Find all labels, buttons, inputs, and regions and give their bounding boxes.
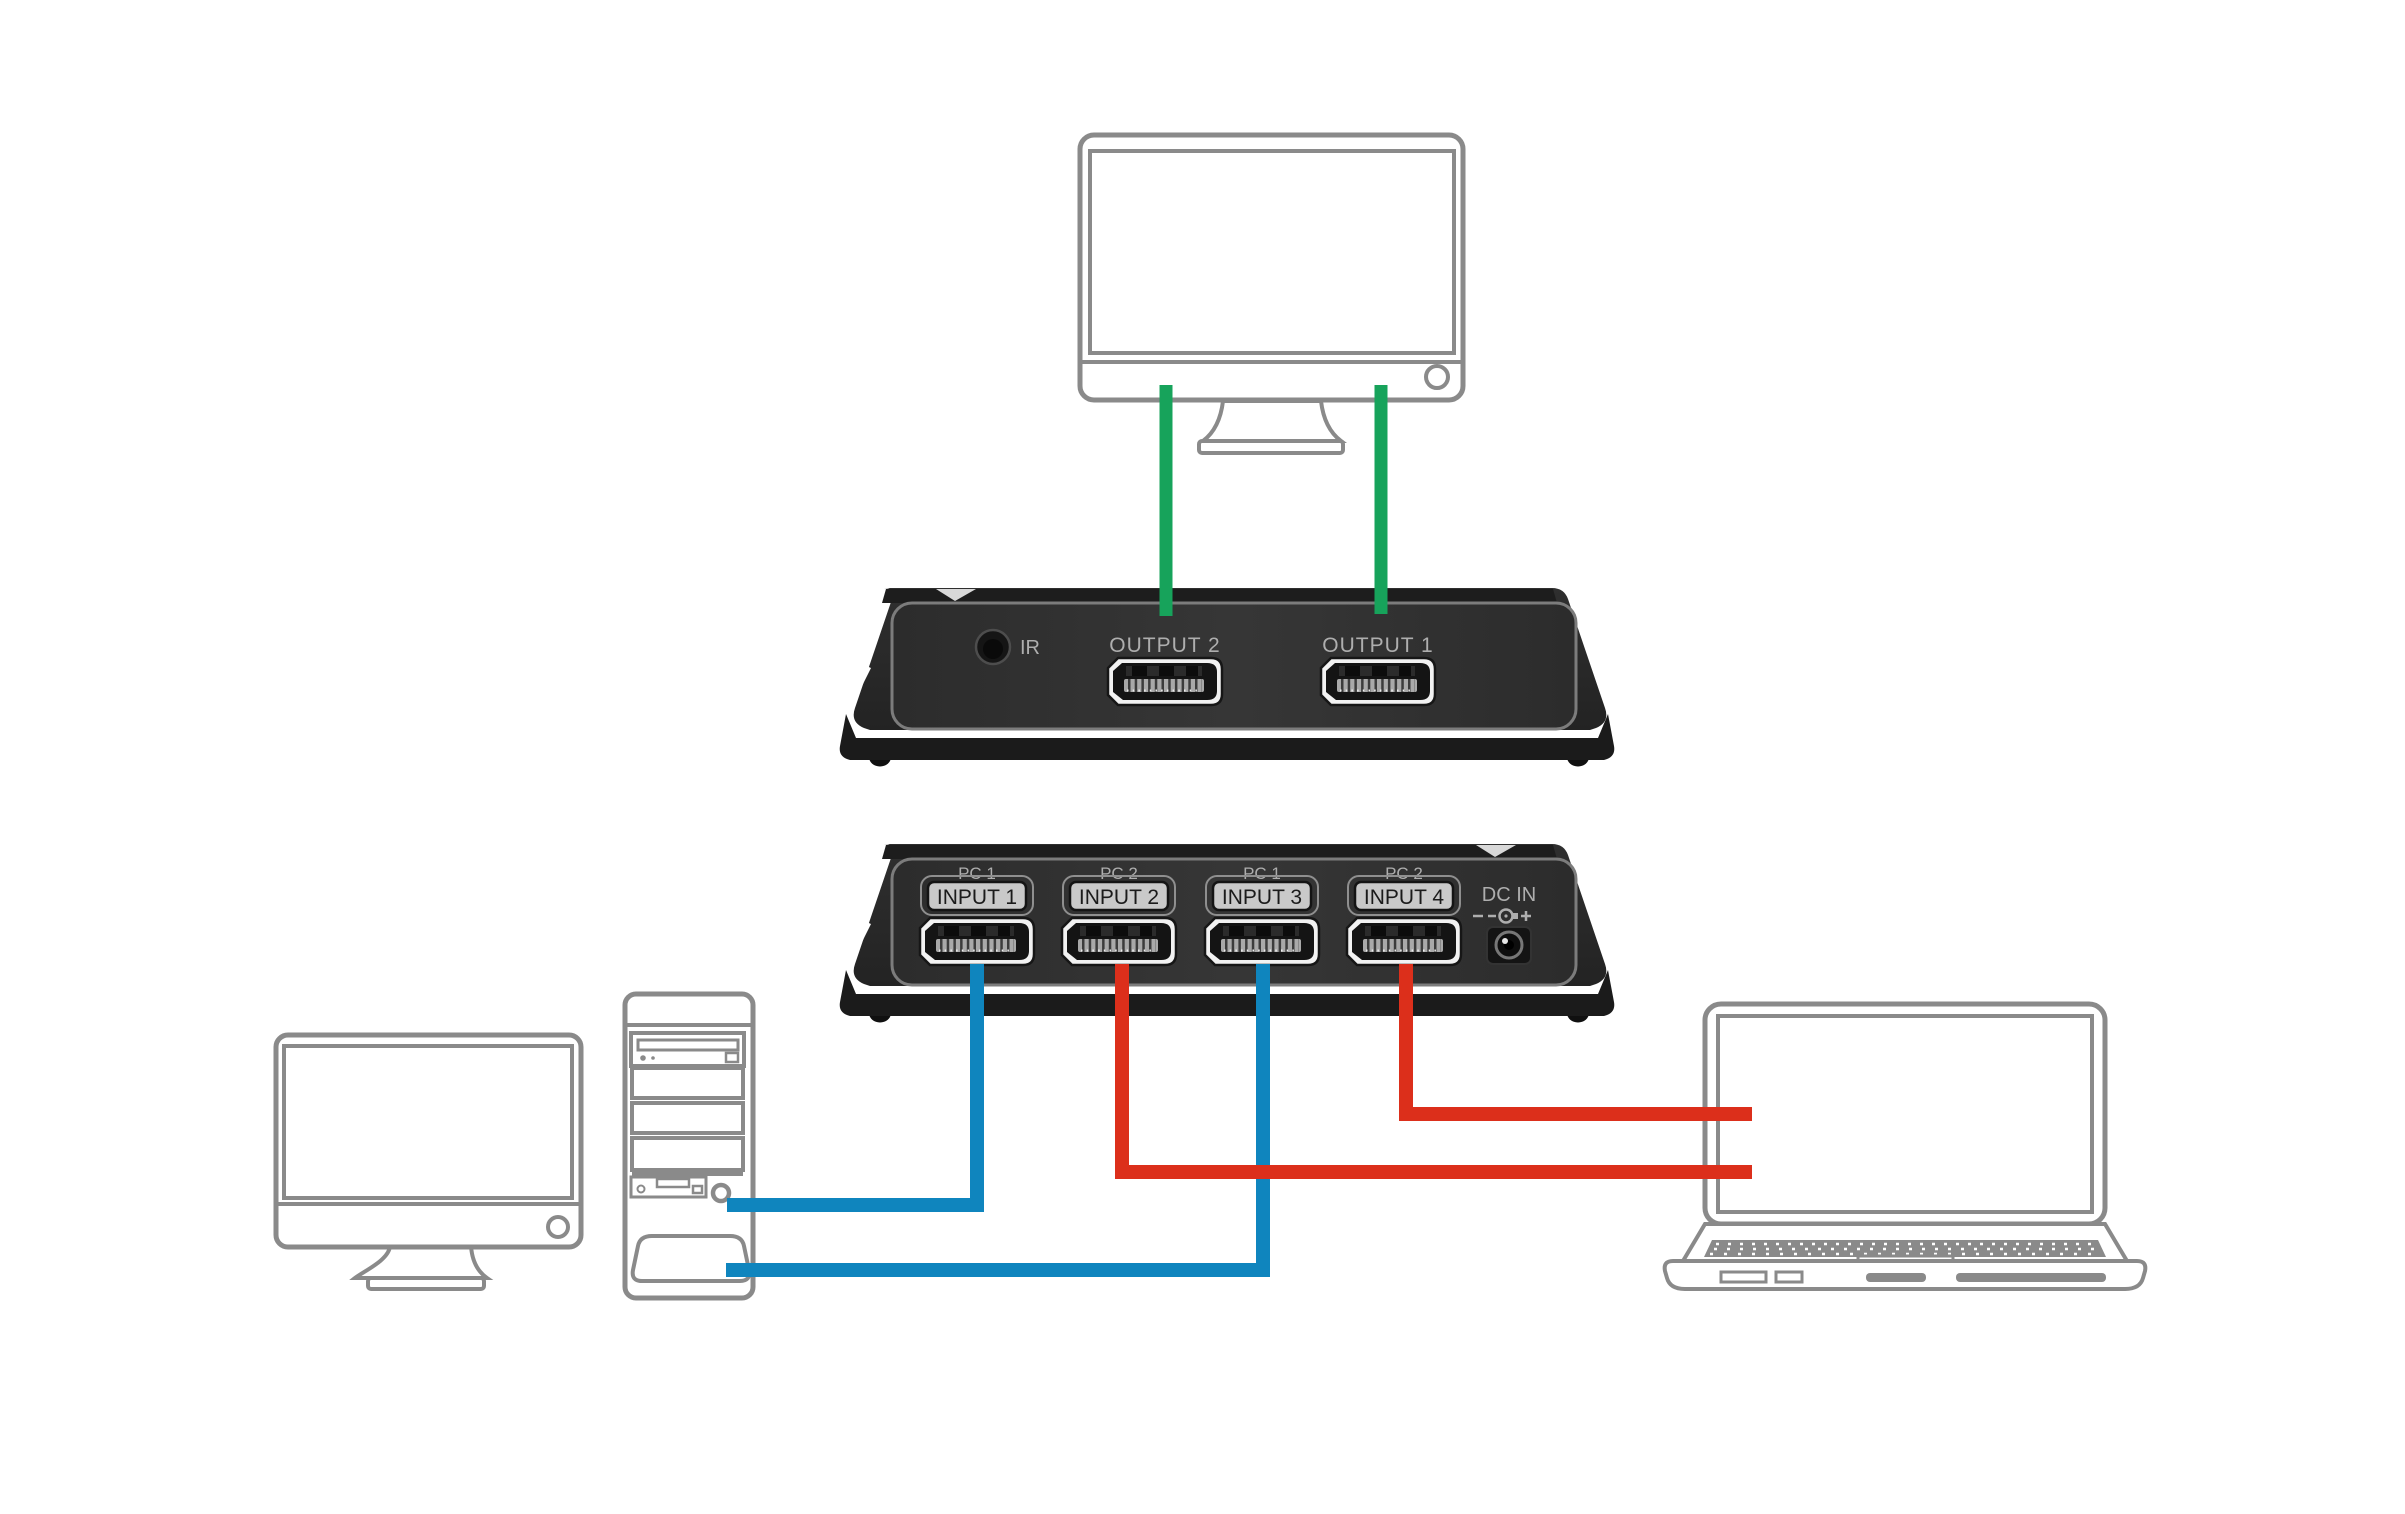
monitor-screen bbox=[282, 1044, 574, 1200]
device-side-notch-left bbox=[858, 662, 871, 690]
tower-foot bbox=[630, 1234, 752, 1283]
cable-blue-input3 bbox=[726, 964, 1270, 1277]
laptop bbox=[1662, 1001, 2148, 1291]
badge-bracket bbox=[1062, 875, 1176, 916]
monitor-stand-neck bbox=[349, 1244, 494, 1280]
desktop-pc-tower bbox=[622, 991, 756, 1301]
pc-label: PC 2 bbox=[1385, 864, 1423, 883]
drive-bay-2 bbox=[630, 1101, 745, 1135]
laptop-port-2 bbox=[1774, 1270, 1804, 1284]
cable-red-input4 bbox=[1399, 964, 1752, 1121]
laptop-vent-1 bbox=[1866, 1273, 1926, 1282]
floppy-button bbox=[636, 1184, 646, 1194]
floppy-bay-edge bbox=[632, 1170, 743, 1176]
floppy-tab bbox=[691, 1184, 704, 1195]
desktop-monitor bbox=[273, 1032, 584, 1291]
dc-in: DC IN bbox=[1473, 884, 1536, 965]
displayport-input-3 bbox=[1205, 918, 1319, 965]
badge-bracket bbox=[1347, 875, 1461, 916]
cable-blue-input1 bbox=[727, 964, 984, 1212]
input-port-3: PC 1 INPUT 3 bbox=[1205, 864, 1319, 965]
badge-bracket bbox=[1205, 875, 1319, 916]
device-side-notch-right bbox=[1595, 918, 1608, 946]
optical-drive-led2 bbox=[651, 1056, 655, 1060]
floppy-slot bbox=[655, 1177, 691, 1189]
device-side-notch-right bbox=[1595, 662, 1608, 690]
optical-drive-led bbox=[640, 1055, 646, 1061]
displayport-input-1 bbox=[920, 918, 1034, 965]
optical-drive-slot bbox=[636, 1038, 740, 1052]
displayport-input-2 bbox=[1062, 918, 1176, 965]
cables bbox=[726, 385, 1752, 1277]
input-port-2: PC 2 INPUT 2 bbox=[1062, 864, 1176, 965]
laptop-screen bbox=[1716, 1014, 2094, 1214]
badge-label: INPUT 3 bbox=[1222, 886, 1302, 909]
badge bbox=[1211, 880, 1313, 912]
dc-polarity-icon bbox=[1473, 908, 1531, 924]
badge-bracket bbox=[920, 875, 1034, 916]
device-top-notch bbox=[936, 589, 976, 601]
ir-port-inner bbox=[983, 639, 1003, 659]
pc-label: PC 1 bbox=[1243, 864, 1281, 883]
laptop-port-1 bbox=[1719, 1270, 1768, 1284]
pc-label: PC 2 bbox=[1100, 864, 1138, 883]
monitor-power-button bbox=[1424, 364, 1450, 390]
monitor-stand-base bbox=[366, 1276, 486, 1291]
input-port-4: PC 2 INPUT 4 bbox=[1347, 864, 1461, 965]
displayport-input-4 bbox=[1347, 918, 1461, 965]
ir-label: IR bbox=[1020, 637, 1040, 659]
badge bbox=[1068, 880, 1170, 912]
badge-label: INPUT 4 bbox=[1364, 886, 1444, 909]
displayport-output-1 bbox=[1321, 658, 1435, 705]
drive-bay-3 bbox=[630, 1136, 745, 1172]
kvm-switch-input-unit: PC 1 INPUT 1 PC 2 INPUT 2 PC 1 INPUT 3 P… bbox=[839, 844, 1615, 1023]
badge-label: INPUT 1 bbox=[937, 886, 1017, 909]
laptop-keyboard bbox=[1704, 1240, 2106, 1257]
laptop-key-rows bbox=[1710, 1242, 2100, 1256]
monitor-screen bbox=[1088, 149, 1456, 355]
device-top-bar bbox=[882, 589, 1557, 603]
device-side-notch-left bbox=[858, 918, 871, 946]
output2-label: OUTPUT 2 bbox=[1109, 634, 1220, 657]
dc-jack-highlight bbox=[1502, 938, 1508, 944]
device-top-notch bbox=[1476, 845, 1516, 857]
kvm-switch-output-unit: IR OUTPUT 2 OUTPUT 1 bbox=[839, 588, 1615, 767]
output1-label: OUTPUT 1 bbox=[1322, 634, 1433, 657]
laptop-vent-2 bbox=[1956, 1273, 2106, 1282]
tower-power-button bbox=[710, 1182, 732, 1204]
display-monitor bbox=[1077, 132, 1466, 455]
badge bbox=[1353, 880, 1455, 912]
monitor-stand-neck bbox=[1197, 399, 1347, 443]
device-face-panel bbox=[890, 601, 1578, 731]
drive-bay-1 bbox=[630, 1066, 745, 1100]
input-port-1: PC 1 INPUT 1 bbox=[920, 864, 1034, 965]
pc-label: PC 1 bbox=[958, 864, 996, 883]
device-skirt bbox=[839, 970, 1615, 1016]
displayport-output-2 bbox=[1108, 658, 1222, 705]
dc-in-label: DC IN bbox=[1482, 884, 1536, 906]
device-top-bar bbox=[882, 845, 1557, 859]
monitor-power-button bbox=[546, 1215, 570, 1239]
cable-red-input2 bbox=[1115, 964, 1752, 1179]
badge-label: INPUT 2 bbox=[1079, 886, 1159, 909]
optical-eject-button bbox=[724, 1051, 740, 1064]
badge bbox=[926, 880, 1028, 912]
device-skirt bbox=[839, 714, 1615, 760]
monitor-stand-base bbox=[1197, 439, 1345, 455]
